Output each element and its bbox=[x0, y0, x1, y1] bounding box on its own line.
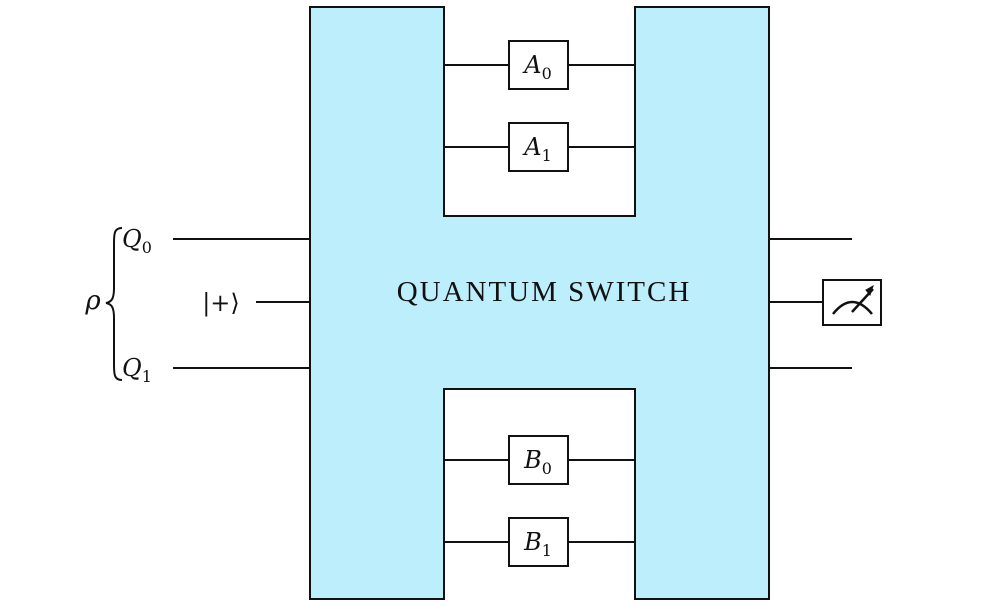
gate-b1-subscript: 1 bbox=[542, 541, 552, 560]
q0-subscript: 0 bbox=[142, 238, 152, 257]
gate-a1-label: A bbox=[522, 133, 541, 161]
svg-text:A0: A0 bbox=[522, 51, 552, 83]
gate-b0-subscript: 0 bbox=[542, 459, 552, 478]
svg-text:Q1: Q1 bbox=[122, 354, 152, 386]
quantum-switch-body bbox=[309, 6, 770, 600]
svg-text:Q0: Q0 bbox=[122, 225, 152, 257]
switch-title: QUANTUM SWITCH bbox=[397, 276, 692, 308]
rho-label: ρ bbox=[84, 286, 101, 316]
svg-text:B0: B0 bbox=[523, 446, 552, 478]
gate-b1: B1 bbox=[508, 517, 569, 567]
gate-a0-label: A bbox=[522, 51, 541, 79]
q1-label: Q bbox=[122, 354, 142, 382]
gate-b1-label: B bbox=[523, 528, 542, 556]
gate-a0-subscript: 0 bbox=[542, 64, 552, 83]
meter-icon bbox=[822, 279, 882, 326]
brace-icon bbox=[105, 227, 123, 381]
gate-b0-label: B bbox=[523, 446, 542, 474]
gate-b0: B0 bbox=[508, 435, 569, 485]
q1-subscript: 1 bbox=[142, 367, 152, 386]
svg-text:A1: A1 bbox=[522, 133, 552, 165]
plus-state-label: |+⟩ bbox=[202, 289, 240, 318]
q0-label: Q bbox=[122, 225, 142, 253]
svg-text:B1: B1 bbox=[523, 528, 552, 560]
gate-a1: A1 bbox=[508, 122, 569, 172]
gate-a1-subscript: 1 bbox=[542, 146, 552, 165]
gate-a0: A0 bbox=[508, 40, 569, 90]
